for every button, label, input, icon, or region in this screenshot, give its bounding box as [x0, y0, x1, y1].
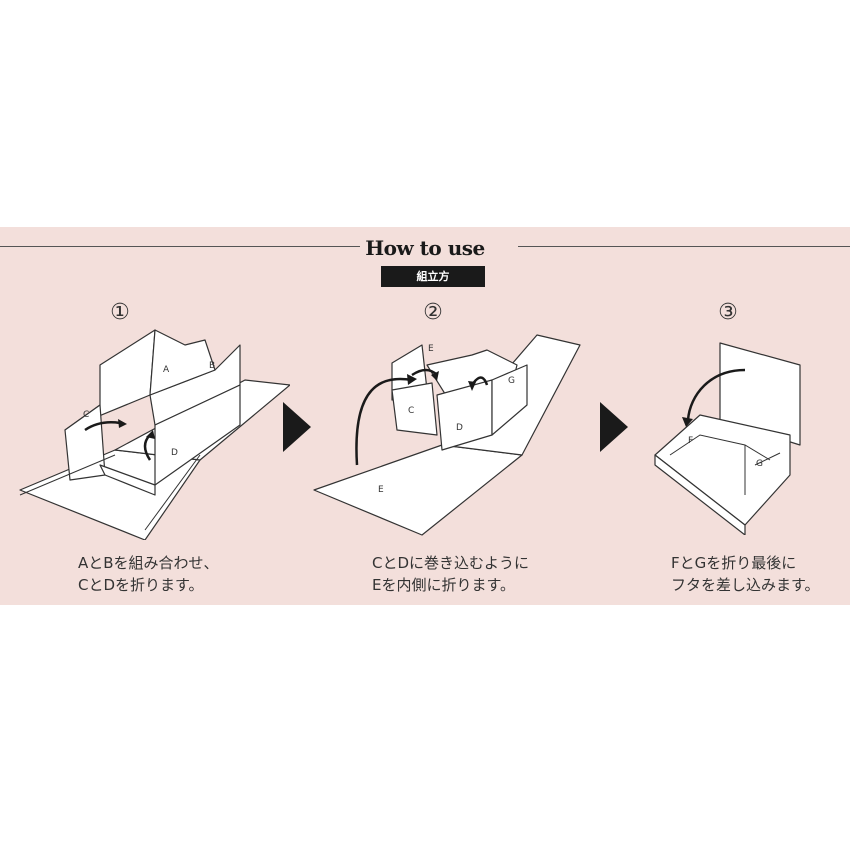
step-1-number: ① — [110, 300, 130, 325]
title-rule-left — [0, 246, 360, 247]
step-2-caption-line2: Eを内側に折ります。 — [372, 576, 515, 594]
arrow-right-icon — [283, 402, 311, 452]
arrow-right-icon — [600, 402, 628, 452]
title-rule-right — [518, 246, 850, 247]
page-subtitle: 組立方 — [381, 266, 485, 287]
step-3-diagram: F G — [654, 342, 801, 535]
step-1-caption-line1: AとBを組み合わせ、 — [78, 554, 219, 572]
step-3-caption-line1: FとGを折り最後に — [671, 554, 797, 572]
step-3-caption-line2: フタを差し込みます。 — [671, 576, 820, 594]
step-1-caption: AとBを組み合わせ、 CとDを折ります。 — [78, 552, 219, 596]
label-a: A — [163, 365, 170, 375]
label-b: B — [209, 361, 215, 371]
step-1-caption-line2: CとDを折ります。 — [78, 576, 204, 594]
step-2-caption: CとDに巻き込むように Eを内側に折ります。 — [372, 552, 529, 596]
label-g: G — [756, 459, 763, 469]
page-title: How to use — [365, 236, 485, 260]
label-c: C — [83, 410, 89, 420]
step-2-caption-line1: CとDに巻き込むように — [372, 554, 530, 572]
step-2-number: ② — [423, 300, 443, 325]
title-row: How to use — [0, 236, 850, 260]
label-f: F — [688, 436, 693, 446]
label-c: C — [408, 406, 414, 416]
step-3-caption: FとGを折り最後に フタを差し込みます。 — [671, 552, 820, 596]
step-2-diagram: E C D G E — [313, 334, 581, 536]
label-e: E — [378, 485, 384, 495]
step-3-number: ③ — [718, 300, 738, 325]
step-1-diagram: A B C D — [19, 329, 290, 540]
label-g: G — [508, 376, 515, 386]
label-d: D — [456, 423, 463, 433]
label-d: D — [171, 448, 178, 458]
label-e-top: E — [428, 344, 434, 354]
